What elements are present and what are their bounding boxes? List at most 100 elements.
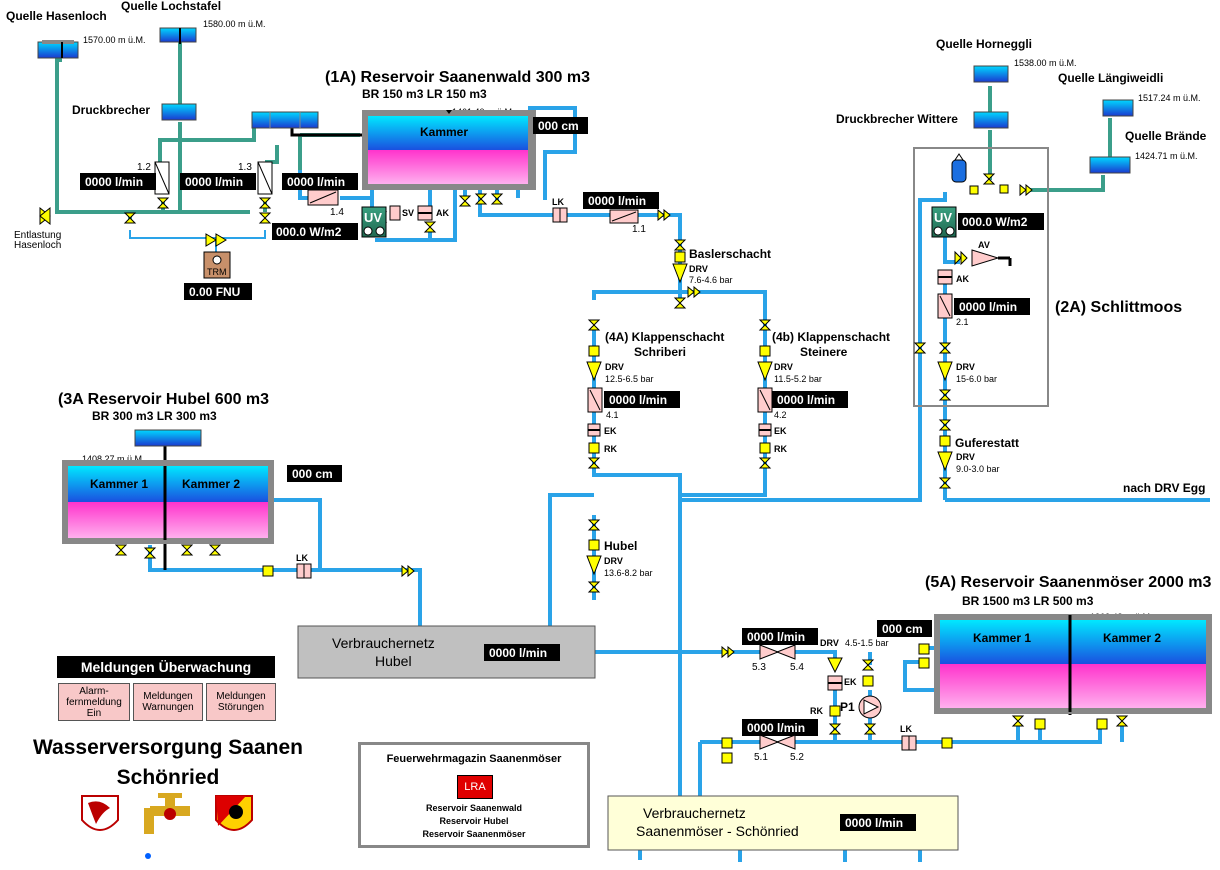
hubel-drv[interactable]: Hubel DRV 13.6-8.2 bar [586,519,653,593]
reservoir-5a-kammer2: Kammer 2 [1103,631,1161,645]
station-5-rk: RK [810,706,823,716]
reservoir-5a-level-value: 000 cm [882,622,923,636]
reservoir-5a[interactable]: (5A) Reservoir Saanenmöser 2000 m3 BR 15… [925,574,1212,730]
schlittmoos-title: (2A) Schlittmoos [1055,299,1182,316]
meldungen-warnungen-button[interactable]: Meldungen Warnungen [133,683,203,721]
meldungen-stoerungen-button[interactable]: Meldungen Störungen [206,683,276,721]
vn-hubel-flow: 0000 l/min [489,646,547,660]
schlittmoos-uv-value: 000.0 W/m2 [962,215,1028,229]
lk-top[interactable]: LK [552,197,568,223]
sv-1a[interactable]: SV [389,205,414,221]
flow-display-1-2[interactable]: 0000 l/min [80,173,156,190]
reservoir-3a[interactable]: (3A Reservoir Hubel 600 m3 BR 300 m3 LR … [58,391,274,559]
flow-1-4-label: 1.4 [330,207,344,218]
station-5-label-54: 5.4 [790,662,804,673]
feuerwehr-line-1: Reservoir Saanenwald [425,803,523,813]
flow-display-1-3[interactable]: 0000 l/min [180,173,256,190]
source-braende-alt: 1424.71 m ü.M. [1135,151,1198,161]
uv-unit-1a[interactable]: UV 000.0 W/m2 [272,206,387,240]
reservoir-5a-level[interactable]: 000 cm [877,620,932,669]
verbrauchernetz-saanenmoeser[interactable]: Verbrauchernetz Saanenmöser - Schönried … [607,795,959,851]
guferestatt[interactable]: Guferestatt DRV 9.0-3.0 bar [937,419,1019,489]
source-lochstafel[interactable]: Quelle Lochstafel 1580.00 m ü.M. [121,0,266,44]
hubel-drv-range: 13.6-8.2 bar [604,568,653,578]
reservoir-3a-level[interactable]: 000 cm [287,465,342,482]
trm-sensor[interactable]: TRM 0.00 FNU [184,251,252,300]
klappen-4b-flow: 0000 l/min [777,393,835,407]
source-laengiweidli[interactable]: Quelle Längiweidli 1517.24 m ü.M. [1058,71,1201,117]
reservoir-5a-title: (5A) Reservoir Saanenmöser 2000 m3 [925,574,1211,591]
klappen-4a-flow-label: 4.1 [606,410,619,420]
klappen-4b-rk: RK [774,444,787,454]
druckbrecher[interactable]: Druckbrecher [72,103,197,121]
source-horneggli[interactable]: Quelle Horneggli 1538.00 m ü.M. [936,37,1077,83]
klappenschacht-4a[interactable]: (4A) Klappenschacht Schriberi DRV 12.5-6… [586,319,724,469]
station-5[interactable]: 0000 l/min 5.3 5.4 DRV 4.5-1.5 bar EK RK… [721,628,953,764]
flow-display-1-4[interactable]: 0000 l/min 1.4 [282,173,358,218]
reservoir-3a-sub: BR 300 m3 LR 300 m3 [92,409,217,423]
schlittmoos-flow-label: 2.1 [956,317,969,327]
station-5-label-52: 5.2 [790,752,804,763]
schlittmoos-drv: DRV [956,362,975,372]
baslerschacht[interactable]: Baslerschacht DRV 7.6-4.6 bar [672,239,771,309]
klappen-4b-drv: DRV [774,362,793,372]
source-hasenloch[interactable]: Quelle Hasenloch 1570.00 m ü.M. [6,9,146,59]
reservoir-1a-level-value: 000 cm [538,119,579,133]
vn-saanen-line2: Saanenmöser - Schönried [636,823,799,839]
klappen-4b-line1: (4b) Klappenschacht [772,330,890,344]
entlastung-hasenloch[interactable]: Entlastung Hasenloch [14,206,61,251]
druck-chamber-top[interactable] [251,111,319,129]
hubel-drv-name: Hubel [604,539,637,553]
feuerwehr-title: Feuerwehrmagazin Saanenmöser [386,753,562,765]
source-lochstafel-name: Quelle Lochstafel [121,0,221,13]
reservoir-1a-level[interactable]: 000 cm [533,117,588,134]
source-braende[interactable]: Quelle Brände 1424.71 m ü.M. [1089,129,1207,174]
flow-1-1-value: 0000 l/min [588,194,646,208]
meldungen-header: Meldungen Überwachung [57,656,275,678]
klappen-4b-range: 11.5-5.2 bar [774,374,822,384]
schlittmoos-2a[interactable]: (2A) Schlittmoos UV 000.0 W/m2 AV AK 2.1… [913,147,1182,407]
reservoir-1a-kammer: Kammer [420,125,468,139]
flow-1-4-value: 0000 l/min [287,175,345,189]
lk-3a[interactable]: LK [262,553,415,579]
hubel-drv-label: DRV [604,556,623,566]
filter-1-2[interactable]: 1.2 [137,161,170,195]
lra-button[interactable]: LRA [457,775,493,799]
entlastung-line2: Hasenloch [14,240,61,251]
page-title-line1: Wasserversorgung Saanen [33,736,303,759]
uv-1a-label: UV [364,210,382,225]
reservoir-1a[interactable]: (1A) Reservoir Saanenwald 300 m3 BR 150 … [325,69,590,190]
klappen-4a-ek: EK [604,426,617,436]
station-5-label-51: 5.1 [754,752,768,763]
baslerschacht-drv: DRV [689,264,708,274]
nach-drv-egg-label: nach DRV Egg [1123,481,1205,495]
klappenschacht-4b[interactable]: (4b) Klappenschacht Steinere DRV 11.5-5.… [757,319,890,469]
alarm-fernmeldung-button[interactable]: Alarm-fernmeldung Ein [58,683,130,721]
bern-coat-of-arms-icon [215,795,253,831]
lk-3a-label: LK [296,553,308,563]
valves-top[interactable] [123,193,671,247]
ak-1a[interactable]: AK [417,205,449,221]
filter-1-2-label: 1.2 [137,162,151,173]
druckbrecher-wittere[interactable]: Druckbrecher Wittere [836,111,1009,129]
water-tap-icon [144,793,190,859]
klappen-4b-line2: Steinere [800,345,848,359]
reservoir-5a-kammer1: Kammer 1 [973,631,1031,645]
source-horneggli-name: Quelle Horneggli [936,37,1032,51]
klappen-4a-line2: Schriberi [634,345,686,359]
druckbrecher-name: Druckbrecher [72,103,150,117]
source-braende-name: Quelle Brände [1125,129,1207,143]
verbrauchernetz-hubel[interactable]: Verbrauchernetz Hubel 0000 l/min [297,625,596,679]
klappen-4a-drv: DRV [605,362,624,372]
filter-1-3[interactable]: 1.3 [238,161,273,195]
station-5-lk: LK [900,724,912,734]
klappen-4a-line1: (4A) Klappenschacht [605,330,724,344]
feuerwehr-line-3: Reservoir Saanenmöser [422,829,526,839]
station-5-flow-a: 0000 l/min [747,630,805,644]
page-title-line2: Schönried [116,766,220,789]
klappen-4a-flow: 0000 l/min [609,393,667,407]
saanen-coat-of-arms-icon [81,795,119,831]
schlittmoos-av: AV [978,240,990,250]
flow-display-1-1[interactable]: 0000 l/min 1.1 [583,192,659,235]
station-5-label-53: 5.3 [752,662,766,673]
